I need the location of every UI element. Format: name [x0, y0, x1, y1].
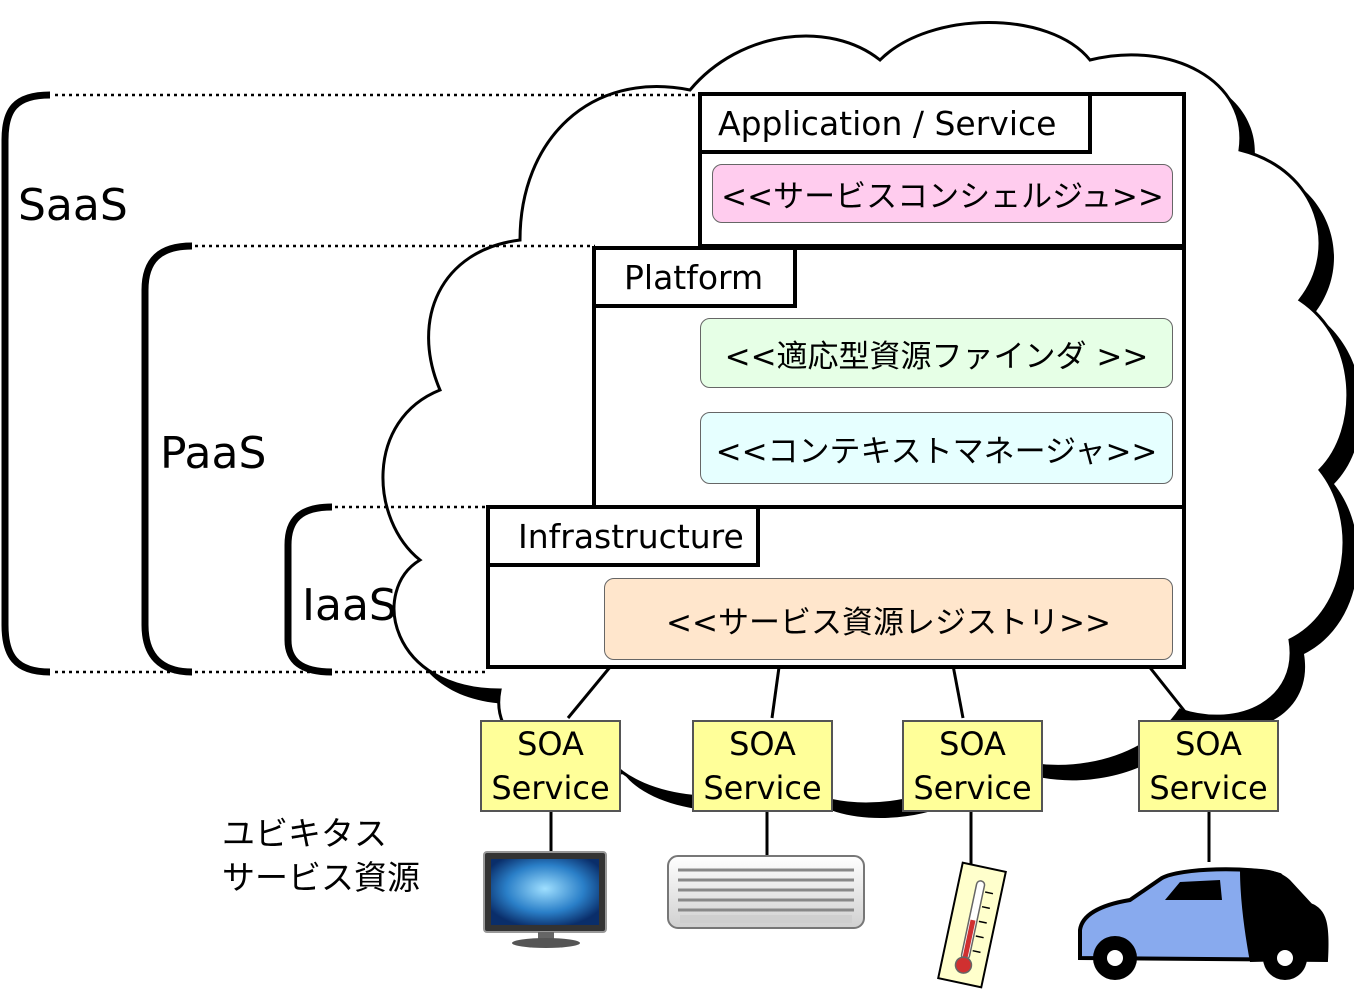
- soa-service-1-line1: SOA: [517, 725, 584, 763]
- paas-bracket: [141, 242, 193, 676]
- application-layer-title: Application / Service: [698, 92, 1092, 154]
- soa-service-4-line2: Service: [1149, 769, 1268, 807]
- iaas-label: IaaS: [302, 580, 397, 631]
- soa-service-1: SOA Service: [480, 720, 621, 812]
- soa-service-2-line2: Service: [703, 769, 822, 807]
- soa-service-4-line1: SOA: [1175, 725, 1242, 763]
- car-icon: [1078, 867, 1329, 980]
- ubiquitous-resources-line1: ユビキタス: [222, 814, 387, 853]
- context-manager: <<コンテキストマネージャ>>: [700, 412, 1173, 484]
- saas-bracket: [1, 91, 51, 676]
- soa-service-2-line1: SOA: [729, 725, 796, 763]
- soa-service-3: SOA Service: [902, 720, 1043, 812]
- soa-service-2: SOA Service: [692, 720, 833, 812]
- soa-service-3-line2: Service: [913, 769, 1032, 807]
- infrastructure-layer-title: Infrastructure: [486, 505, 760, 567]
- ubiquitous-resources-label: ユビキタス サービス資源: [222, 812, 420, 900]
- soa-service-4: SOA Service: [1138, 720, 1279, 812]
- ubiquitous-resources-line2: サービス資源: [222, 858, 420, 897]
- soa-service-1-line2: Service: [491, 769, 610, 807]
- adaptive-resource-finder: <<適応型資源ファインダ >>: [700, 318, 1173, 388]
- saas-label: SaaS: [18, 180, 128, 231]
- service-concierge: <<サービスコンシェルジュ>>: [712, 164, 1173, 223]
- connector-2: [770, 659, 782, 719]
- air-conditioner-icon: [667, 855, 865, 929]
- iaas-bracket: [284, 503, 333, 676]
- thermometer-icon: [937, 861, 1007, 989]
- tv-icon: [483, 851, 607, 948]
- connector-3: [950, 659, 965, 719]
- service-resource-registry: <<サービス資源レジストリ>>: [604, 578, 1173, 660]
- platform-layer-title: Platform: [592, 246, 797, 308]
- paas-label: PaaS: [160, 428, 267, 479]
- soa-service-3-line1: SOA: [939, 725, 1006, 763]
